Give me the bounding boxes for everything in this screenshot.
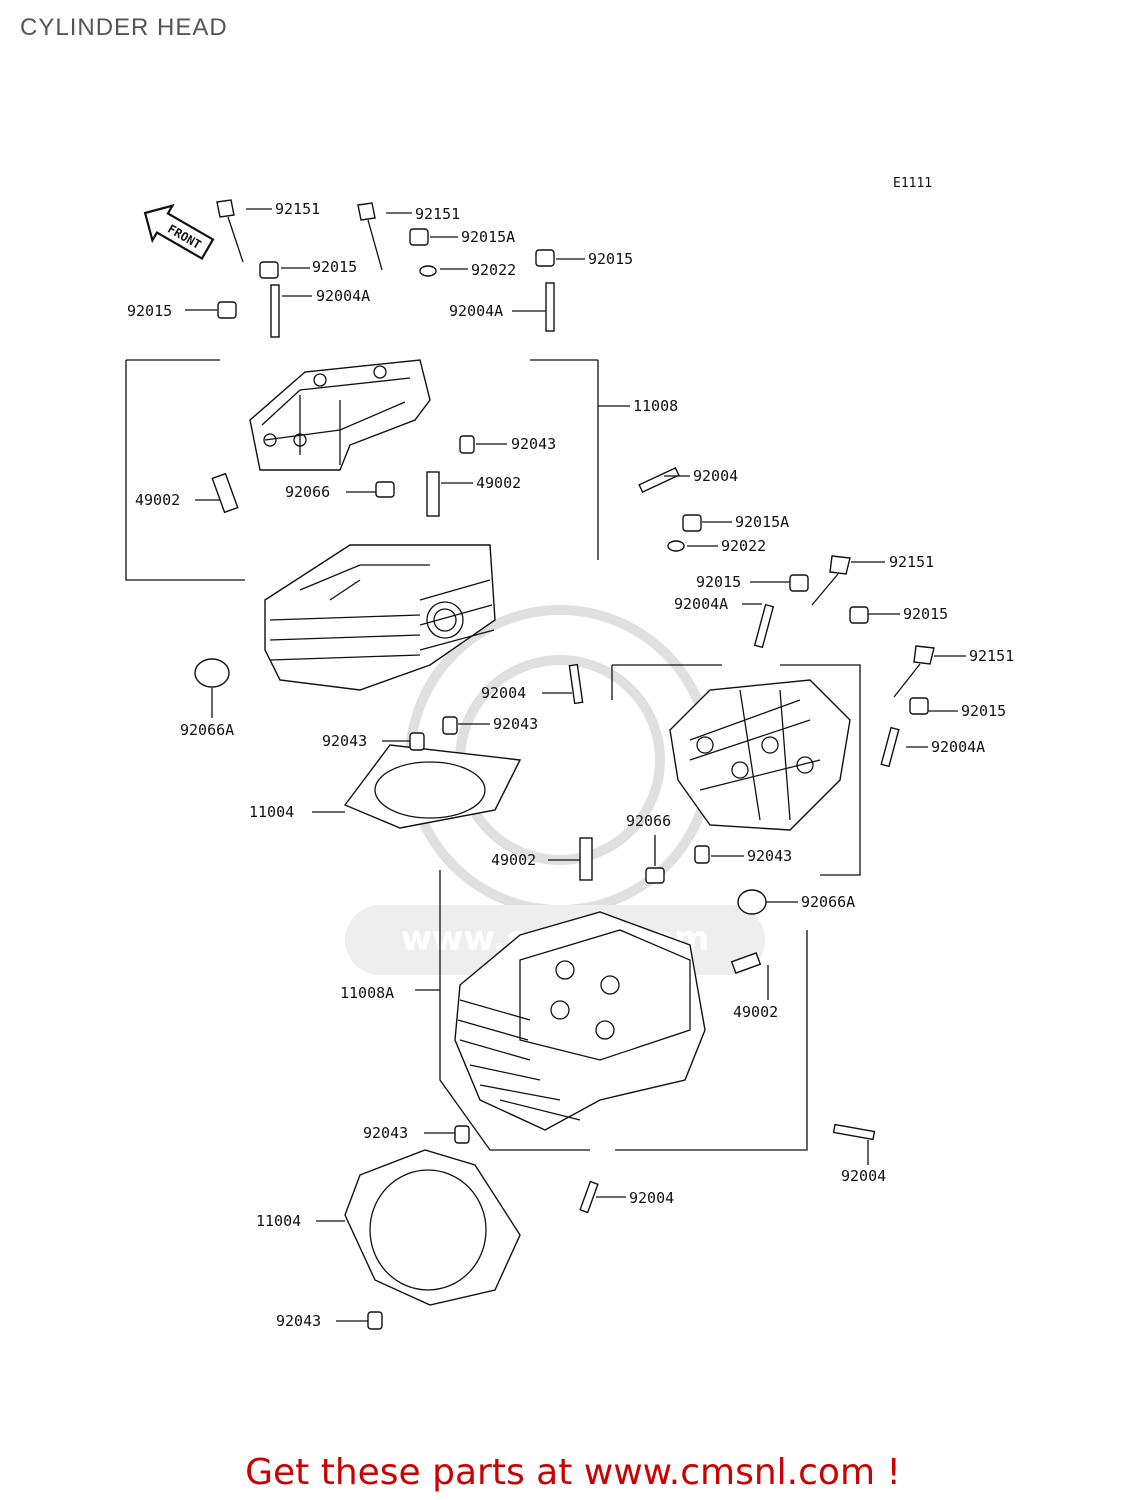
part-label: 92015A	[461, 228, 515, 246]
cylinder-head-cover-rear	[249, 359, 431, 471]
part-label: 92004	[481, 684, 526, 702]
part-label: 92004A	[449, 302, 503, 320]
head-gasket-rear	[343, 744, 522, 829]
part-label: 92015	[312, 258, 357, 276]
part-label: 92043	[511, 435, 556, 453]
part-label: 92004	[841, 1167, 886, 1185]
part-label: 92004	[693, 467, 738, 485]
part-label: 92015	[588, 250, 633, 268]
leader-lines	[125, 208, 966, 1322]
cylinder-head-front	[454, 911, 706, 1131]
part-label: 49002	[476, 474, 521, 492]
part-label: 92151	[415, 205, 460, 223]
part-label: 11008	[633, 397, 678, 415]
part-label: 92022	[721, 537, 766, 555]
part-label: 92004A	[931, 738, 985, 756]
part-label: 92066A	[801, 893, 855, 911]
cylinder-head-rear	[264, 544, 496, 691]
head-gasket-front	[344, 1149, 521, 1306]
part-label: 92151	[969, 647, 1014, 665]
part-label: 49002	[733, 1003, 778, 1021]
part-label: 92022	[471, 261, 516, 279]
part-label: 92043	[322, 732, 367, 750]
diagram-code: E1111	[893, 176, 933, 191]
part-labels: 92151 92151 92015A 92015 92022 92015 920…	[127, 200, 1014, 1330]
part-label: 92004A	[316, 287, 370, 305]
part-label: 92151	[275, 200, 320, 218]
fasteners	[194, 199, 935, 1330]
part-label: 49002	[491, 851, 536, 869]
part-label: 92043	[493, 715, 538, 733]
part-label: 92015A	[735, 513, 789, 531]
part-label: 92043	[276, 1312, 321, 1330]
part-label: 92004	[629, 1189, 674, 1207]
part-label: 92066	[285, 483, 330, 501]
part-label: 11004	[249, 803, 294, 821]
part-label: 92043	[747, 847, 792, 865]
part-label: 11004	[256, 1212, 301, 1230]
cylinder-head-cover-front	[669, 679, 851, 831]
part-label: 92004A	[674, 595, 728, 613]
front-arrow-icon: FRONT	[143, 203, 215, 261]
part-label: 92066A	[180, 721, 234, 739]
part-label: 92015	[127, 302, 172, 320]
part-label: 92015	[696, 573, 741, 591]
footer-link[interactable]: Get these parts at www.cmsnl.com !	[245, 1452, 901, 1493]
part-label: 92066	[626, 812, 671, 830]
page-title: CYLINDER HEAD	[20, 14, 228, 41]
part-label: 92043	[363, 1124, 408, 1142]
part-label: 11008A	[340, 984, 394, 1002]
part-label: 92015	[961, 702, 1006, 720]
part-label: 92015	[903, 605, 948, 623]
part-label: 92151	[889, 553, 934, 571]
part-label: 49002	[135, 491, 180, 509]
